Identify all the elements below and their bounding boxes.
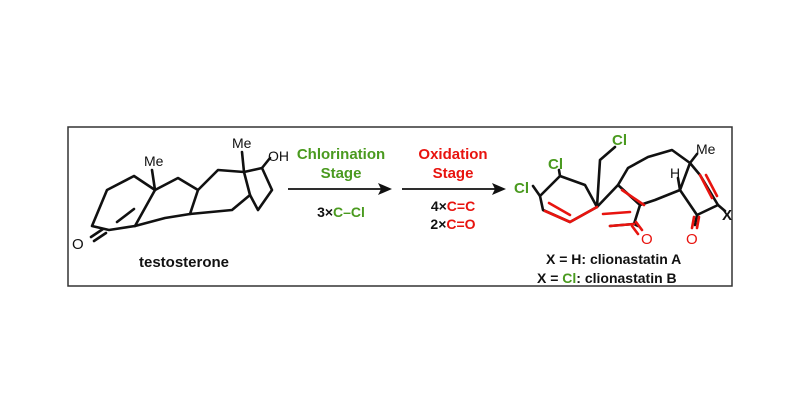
oxidation-arrow	[402, 183, 506, 195]
product-me-label: Me	[696, 141, 716, 157]
chlorination-title-line2: Stage	[321, 165, 362, 182]
product-legend-line2: X = Cl: clionastatin B	[537, 270, 677, 286]
testosterone-o-label: O	[72, 236, 84, 253]
product-h-label: H	[670, 165, 680, 181]
chlorination-note-count: 3×	[317, 204, 333, 220]
oxidation-note1-count: 4×	[431, 198, 447, 214]
product-cl-top-label: Cl	[612, 132, 627, 149]
chlorination-arrow	[288, 183, 392, 195]
legend2-suffix: : clionastatin B	[576, 270, 676, 286]
oxidation-title-line2: Stage	[433, 165, 474, 182]
chlorination-note: 3×C–Cl	[317, 204, 365, 220]
oxidation-note2-bond: C=O	[446, 216, 475, 232]
oxidation-title-line1: Oxidation	[418, 146, 487, 163]
product-cl-a-label: Cl	[548, 156, 563, 173]
legend1-prefix: X = H:	[546, 251, 590, 267]
oxidation-note1-bond: C=C	[447, 198, 475, 214]
clionastatin-structure	[531, 145, 727, 236]
legend2-prefix: X =	[537, 270, 562, 286]
testosterone-structure	[89, 150, 274, 243]
scheme-frame	[67, 126, 733, 287]
legend1-name: clionastatin A	[590, 251, 681, 267]
product-o1-label: O	[641, 231, 653, 248]
chlorination-note-bond: C–Cl	[333, 204, 365, 220]
chlorination-title-line1: Chlorination	[297, 146, 385, 163]
product-cl-b-label: Cl	[514, 180, 529, 197]
testosterone-name: testosterone	[139, 254, 229, 271]
testosterone-me2-label: Me	[232, 135, 252, 151]
oxidation-note2-count: 2×	[430, 216, 446, 232]
product-legend-line1: X = H: clionastatin A	[546, 251, 681, 267]
product-o2-label: O	[686, 231, 698, 248]
legend2-cl: Cl	[562, 270, 576, 286]
oxidation-note1: 4×C=C	[431, 198, 475, 214]
oxidation-note2: 2×C=O	[430, 216, 475, 232]
testosterone-me1-label: Me	[144, 153, 164, 169]
testosterone-oh-label: OH	[268, 148, 289, 164]
product-x-label: X	[722, 207, 732, 224]
